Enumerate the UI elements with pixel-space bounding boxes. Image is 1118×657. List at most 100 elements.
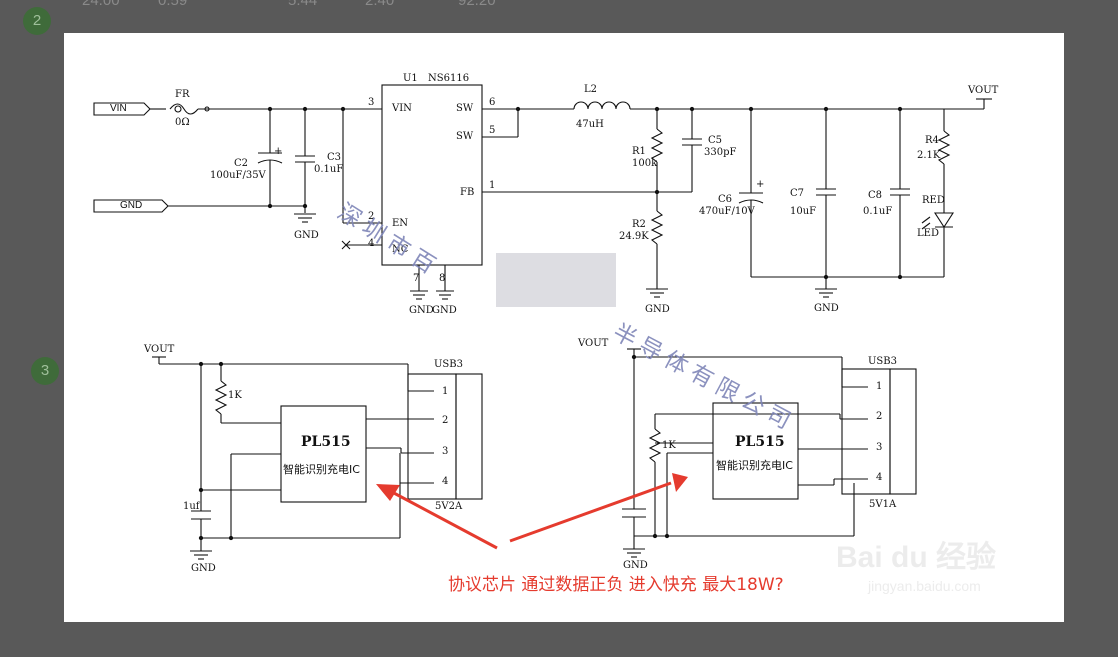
resistor-r4-icon [937, 130, 951, 165]
red-arrow-icon [509, 473, 688, 543]
ground-symbol-icon [436, 290, 454, 300]
u1-pin-num: 7 [413, 273, 420, 284]
gnd-label: GND [645, 304, 670, 315]
u1-pin-num: 5 [489, 125, 496, 136]
c2-value: 100uF/35V [210, 170, 266, 181]
conn-ref: USB3 [868, 356, 897, 367]
c8-value: 0.1uF [863, 206, 893, 217]
u1-pin-name: GND [409, 305, 434, 316]
resistor-r2-icon [650, 210, 664, 245]
gnd-label: GND [623, 560, 648, 571]
r2-ref: R2 [632, 219, 646, 230]
vout-port-label: VOUT [968, 85, 999, 96]
vout-label: VOUT [578, 338, 609, 349]
conn-pin: 1 [442, 386, 449, 397]
c3-value: 0.1uF [314, 164, 344, 175]
ground-symbol-icon [646, 288, 668, 298]
usb-connector-shell-right [889, 368, 917, 495]
u1-pin-num: 8 [439, 273, 446, 284]
u1-pin-name: FB [460, 187, 475, 198]
vin-port-icon [93, 102, 151, 116]
u1-pin-num: 1 [489, 180, 496, 191]
led-icon [933, 212, 955, 229]
schematic-image[interactable]: VIN GND FR 0Ω + C2 100uF/35V C3 0.1uF GN… [64, 33, 1064, 622]
schematic-drawing [93, 84, 992, 560]
conn-pin: 1 [876, 381, 883, 392]
ic-name: PL515 [301, 434, 351, 450]
resistor-label: 1K [662, 440, 676, 451]
c7-value: 10uF [790, 206, 817, 217]
ic-desc: 智能识别充电IC [283, 463, 360, 476]
conn-rating: 5V1A [869, 499, 897, 510]
c7-ref: C7 [790, 188, 805, 199]
u1-pin-name: GND [432, 305, 457, 316]
conn-pin: 4 [876, 472, 883, 483]
gnd-port-label: GND [120, 200, 143, 211]
conn-pin: 4 [442, 476, 449, 487]
annotation-text: 协议芯片 通过数据正负 进入快充 最大18W? [448, 575, 784, 595]
vin-port-label: VIN [110, 103, 127, 114]
baidu-logo: Bai du 经验 [836, 541, 997, 574]
bg-cell: 24.00 [82, 0, 120, 9]
step-badge: 3 [31, 357, 59, 385]
resistor-label: 1K [228, 390, 242, 401]
conn-pin: 3 [876, 442, 883, 453]
r1-value: 100k [632, 158, 658, 169]
bg-cell: 5.44 [288, 0, 318, 9]
bg-cell: 2.40 [365, 0, 395, 9]
blurred-region [496, 253, 616, 307]
u1-pin-name: VIN [392, 103, 412, 114]
ground-symbol-icon [815, 288, 837, 298]
gnd-label: GND [191, 563, 216, 574]
u1-pin-name: SW [456, 131, 474, 142]
led-color: RED [922, 195, 945, 206]
pl515-chip-body-left [280, 405, 367, 503]
usb-connector-right [841, 368, 891, 495]
inductor-l2-icon [573, 101, 631, 110]
c5-ref: C5 [708, 135, 723, 146]
ground-symbol-icon [294, 213, 316, 223]
ic-desc: 智能识别充电IC [716, 459, 793, 472]
ground-symbol-icon [190, 550, 212, 560]
conn-rating: 5V2A [435, 501, 463, 512]
r1-ref: R1 [632, 146, 646, 157]
ic-name: PL515 [735, 434, 785, 450]
r2-value: 24.9K [619, 231, 649, 242]
ground-symbol-icon [623, 548, 645, 558]
resistor-r1-icon [650, 128, 664, 163]
usb-connector-left [407, 373, 457, 500]
bg-cell: 92.20 [458, 0, 496, 9]
u1-pin-num: 3 [368, 97, 375, 108]
ground-symbol-icon [410, 290, 428, 300]
bg-cell: 0.59 [158, 0, 188, 9]
led-label: LED [917, 228, 939, 239]
u1-pin-num: 4 [368, 238, 375, 249]
resistor-1k-icon [214, 380, 228, 415]
baidu-url: jingyan.baidu.com [868, 578, 981, 594]
conn-ref: USB3 [434, 359, 463, 370]
gnd-label: GND [294, 230, 319, 241]
l2-ref: L2 [584, 84, 598, 95]
u1-pin-num: 2 [368, 211, 375, 222]
u1-pin-name: SW [456, 103, 474, 114]
u1-ref: U1 [403, 73, 418, 84]
c2-plus: + [274, 146, 283, 157]
red-arrow-icon [376, 484, 498, 550]
resistor-1k-icon [648, 428, 662, 463]
c3-ref: C3 [327, 152, 342, 163]
conn-pin: 2 [876, 411, 883, 422]
conn-pin: 2 [442, 415, 449, 426]
c6-value: 470uF/10V [699, 206, 755, 217]
c6-ref: C6 [718, 194, 733, 205]
fuse-value: 0Ω [175, 117, 190, 128]
usb-connector-shell-left [455, 373, 483, 500]
fuse-ref: FR [175, 89, 190, 100]
vout-label: VOUT [144, 344, 175, 355]
c5-value: 330pF [704, 147, 737, 158]
u1-pin-num: 6 [489, 97, 496, 108]
c6-plus: + [756, 179, 765, 190]
l2-value: 47uH [576, 119, 604, 130]
conn-pin: 3 [442, 446, 449, 457]
u1-part: NS6116 [428, 73, 470, 84]
cap-label: 1uf [183, 501, 200, 512]
